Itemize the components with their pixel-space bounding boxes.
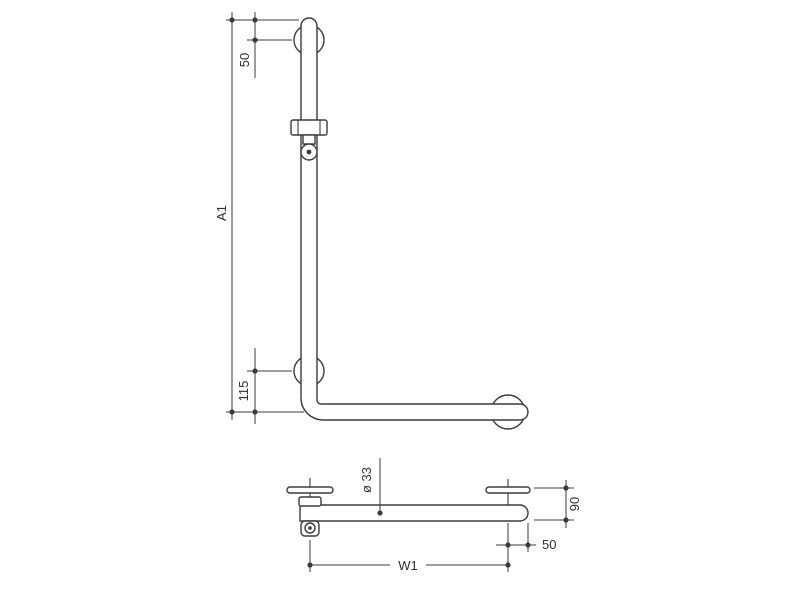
dim-label-wall-clearance: 90 — [567, 497, 582, 511]
slider-holder-center — [308, 526, 312, 530]
dimension-point — [307, 562, 313, 568]
dimension-point — [229, 17, 235, 23]
dimension-point — [377, 510, 383, 516]
dimension-point — [563, 517, 569, 523]
slider-body — [290, 119, 328, 136]
dimension-point — [563, 485, 569, 491]
dim-overall-width: W1 — [307, 523, 511, 573]
dimension-point — [252, 368, 258, 374]
dim-bottom-offset: 115 — [236, 348, 292, 424]
slider-knob-center — [306, 149, 312, 155]
right-mount-plan — [485, 479, 531, 505]
dimension-point — [229, 409, 235, 415]
dim-label-end-offset: 50 — [542, 537, 556, 552]
dimension-point — [252, 37, 258, 43]
dim-label-bottom-offset: 115 — [236, 381, 251, 402]
dim-end-offset: 50 — [496, 523, 556, 552]
dim-label-overall-height: A1 — [214, 205, 229, 221]
slider-crossbar — [286, 486, 334, 494]
dimension-point — [505, 562, 511, 568]
slider-bracket — [298, 496, 322, 507]
l-shaped-rail — [300, 17, 529, 421]
dimension-point — [252, 409, 258, 415]
dim-label-top-offset: 50 — [237, 53, 252, 67]
dim-wall-clearance: 90 — [534, 480, 582, 528]
dim-label-tube-diameter: ø 33 — [359, 467, 374, 493]
front-view: 50 A1 115 — [214, 12, 529, 430]
dim-label-overall-width: W1 — [398, 558, 418, 573]
dimension-point — [252, 17, 258, 23]
dim-overall-height: A1 — [214, 12, 304, 420]
dim-tube-diameter: ø 33 — [359, 458, 383, 516]
dimension-point — [525, 542, 531, 548]
shower-slider — [290, 119, 328, 161]
mount-crossbar — [485, 486, 531, 494]
rail-plan — [299, 504, 529, 522]
slider-plan — [286, 478, 334, 537]
slider-neck — [302, 134, 316, 145]
plan-view: ø 33 90 50 — [286, 458, 582, 573]
dim-top-offset: 50 — [226, 12, 299, 78]
